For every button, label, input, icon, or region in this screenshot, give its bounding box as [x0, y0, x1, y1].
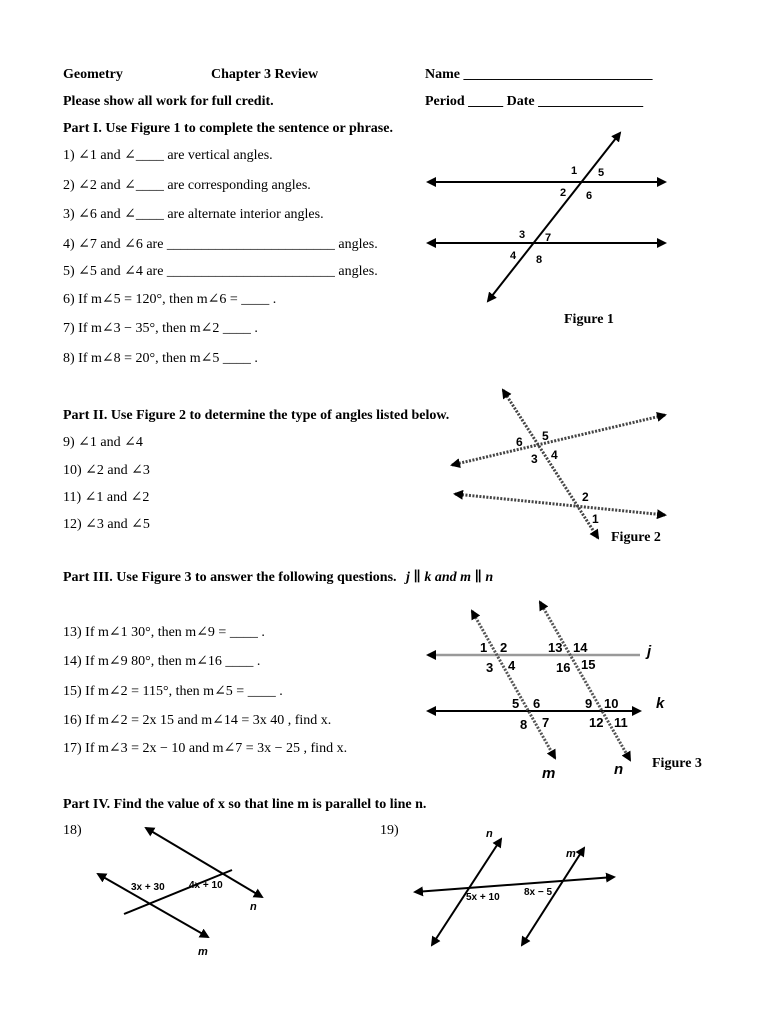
fig3-angle-label: 4 [508, 658, 516, 673]
fig2-angle-label: 1 [592, 512, 599, 526]
question-9: 9) ∠1 and ∠4 [63, 435, 143, 450]
fig3-angle-label: 11 [614, 715, 628, 730]
fig1-angle-label: 8 [536, 254, 542, 266]
part3-title: Part III. Use Figure 3 to answer the fol… [63, 570, 493, 586]
fig3-angle-label: 3 [486, 660, 493, 675]
fig3-angle-label: 15 [581, 657, 595, 672]
fig3-angle-label: 1 [480, 640, 487, 655]
fig3-angle-label: 12 [589, 715, 603, 730]
fig1-angle-label: 6 [586, 190, 592, 202]
fig19-line-m [520, 846, 586, 947]
fig18-line-n [144, 826, 264, 899]
question-1: 1) ∠1 and ∠____ are vertical angles. [63, 148, 273, 163]
question-2: 2) ∠2 and ∠____ are corresponding angles… [63, 178, 311, 193]
fig1-angle-label: 2 [560, 187, 566, 199]
course-title: Geometry [63, 67, 123, 82]
fig3-angle-label: 6 [533, 696, 540, 711]
question-15: 15) If m∠2 = 115°, then m∠5 = ____ . [63, 684, 283, 699]
fig2-angle-label: 4 [551, 448, 558, 462]
fig18-angle-expr: 4x + 10 [189, 880, 223, 891]
fig3-line-n [538, 600, 632, 762]
part3-title-text: Part III. Use Figure 3 to answer the fol… [63, 570, 397, 585]
question-11: 11) ∠1 and ∠2 [63, 490, 150, 505]
fig1-angle-label: 3 [519, 229, 525, 241]
figure-1-caption: Figure 1 [564, 312, 614, 327]
instructions: Please show all work for full credit. [63, 94, 274, 109]
question-13: 13) If m∠1 30°, then m∠9 = ____ . [63, 625, 265, 640]
fig3-line-label-j: j [645, 643, 652, 660]
fig2-angle-label: 3 [531, 452, 538, 466]
figure-3-caption: Figure 3 [652, 756, 702, 771]
fig2-angle-label: 5 [542, 429, 549, 443]
fig1-angle-label: 4 [510, 250, 517, 262]
question-16: 16) If m∠2 = 2x 15 and m∠14 = 3x 40 , fi… [63, 713, 332, 728]
question-3: 3) ∠6 and ∠____ are alternate interior a… [63, 207, 324, 222]
question-8: 8) If m∠8 = 20°, then m∠5 ____ . [63, 351, 258, 366]
fig3-angle-label: 10 [604, 696, 618, 711]
chapter-title: Chapter 3 Review [211, 67, 319, 82]
fig18-angle-expr: 3x + 30 [131, 882, 165, 893]
question-12: 12) ∠3 and ∠5 [63, 517, 150, 532]
fig1-angle-label: 7 [545, 232, 551, 244]
fig2-angle-label: 2 [582, 490, 589, 504]
question-5: 5) ∠5 and ∠4 are _______________________… [63, 264, 378, 279]
fig19-angle-expr: 5x + 10 [466, 892, 500, 903]
fig3-angle-label: 2 [500, 640, 507, 655]
fig19-transversal [413, 872, 616, 897]
fig3-line-label-n: n [614, 761, 623, 778]
fig19-line-label-n: n [486, 828, 493, 840]
fig3-angle-label: 8 [520, 717, 527, 732]
fig2-transversal [501, 388, 600, 540]
period-date-field: Period _____ Date _______________ [425, 94, 644, 109]
question-19: 19) [380, 823, 399, 838]
fig3-angle-label: 7 [542, 715, 549, 730]
part4-title: Part IV. Find the value of x so that lin… [63, 797, 427, 812]
fig18-transversal [123, 869, 233, 915]
fig1-transversal [486, 131, 622, 303]
fig3-angle-label: 9 [585, 696, 592, 711]
fig3-line-label-m: m [542, 765, 555, 782]
fig1-angle-label: 1 [571, 165, 577, 177]
fig3-angle-label: 13 [548, 640, 562, 655]
part1-title: Part I. Use Figure 1 to complete the sen… [63, 121, 393, 136]
fig18-line-m [96, 873, 210, 938]
part3-parallel-condition: j ∥ k and m ∥ n [406, 570, 494, 585]
fig1-angle-label: 5 [598, 167, 604, 179]
name-field: Name ___________________________ [425, 67, 653, 82]
fig18-line-label-m: m [198, 946, 208, 958]
fig3-angle-label: 14 [573, 640, 588, 655]
fig3-angle-label: 16 [556, 660, 570, 675]
question-6: 6) If m∠5 = 120°, then m∠6 = ____ . [63, 292, 277, 307]
fig3-line-label-k: k [656, 695, 665, 712]
question-14: 14) If m∠9 80°, then m∠16 ____ . [63, 654, 261, 669]
fig3-angle-label: 5 [512, 696, 519, 711]
part2-title: Part II. Use Figure 2 to determine the t… [63, 408, 450, 423]
question-10: 10) ∠2 and ∠3 [63, 463, 150, 478]
question-7: 7) If m∠3 − 35°, then m∠2 ____ . [63, 321, 258, 336]
question-18: 18) [63, 823, 82, 838]
fig2-angle-label: 6 [516, 435, 523, 449]
fig19-angle-expr: 8x − 5 [524, 887, 553, 898]
question-17: 17) If m∠3 = 2x − 10 and m∠7 = 3x − 25 ,… [63, 741, 348, 756]
question-4: 4) ∠7 and ∠6 are _______________________… [63, 237, 378, 252]
fig18-line-label-n: n [250, 901, 257, 913]
figure-2-caption: Figure 2 [611, 530, 661, 545]
fig19-line-label-m: m [566, 848, 576, 860]
